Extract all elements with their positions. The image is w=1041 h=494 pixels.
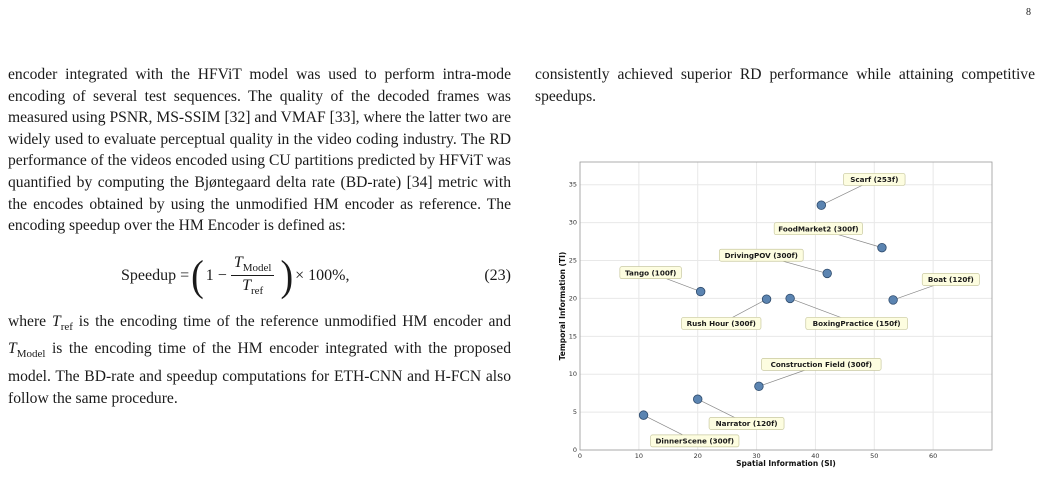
- data-point-8: [693, 394, 703, 404]
- equation-rhs: × 100%,: [295, 266, 350, 284]
- x-tick-label-0: 0: [578, 452, 582, 460]
- point-label-box-3: [619, 266, 682, 280]
- data-point-9: [638, 410, 649, 420]
- y-tick-label-7: 35: [569, 181, 577, 189]
- x-tick-label-2: 20: [694, 452, 702, 460]
- fraction-denominator: Tref: [239, 276, 266, 297]
- y-axis-label: Temporal Information (TI): [558, 252, 567, 361]
- numerator-var: T: [233, 254, 243, 272]
- t-model-sub: Model: [16, 348, 46, 361]
- denominator-var: T: [242, 277, 251, 295]
- point-label-box-7: [761, 358, 882, 371]
- point-label-3: Tango (100f): [625, 268, 676, 277]
- point-label-box-6: [805, 317, 908, 330]
- t-ref-var: T: [52, 312, 61, 330]
- data-point-3: [695, 286, 706, 297]
- data-point-6: [785, 293, 795, 304]
- right-column: consistently achieved superior RD perfor…: [535, 64, 1035, 107]
- right-paragraph-1: consistently achieved superior RD perfor…: [535, 66, 1035, 105]
- t-model-var: T: [8, 340, 17, 358]
- equation-one-minus: 1 −: [205, 266, 227, 284]
- y-tick-label-4: 20: [569, 294, 577, 302]
- left-paren: (: [191, 251, 204, 300]
- data-point-0: [816, 200, 827, 210]
- point-label-2: DrivingPOV (300f): [725, 251, 798, 260]
- y-tick-label-1: 5: [573, 408, 577, 416]
- point-label-5: Rush Hour (300f): [687, 319, 756, 328]
- y-tick-label-0: 0: [573, 446, 577, 454]
- point-label-box-0: [843, 173, 906, 186]
- point-label-box-4: [921, 273, 980, 286]
- denominator-sub: ref: [250, 285, 264, 298]
- data-point-4: [888, 295, 898, 305]
- page-number: 8: [1026, 7, 1031, 18]
- speedup-equation: Speedup = ( 1 − TModel Tref ) × 100%,: [121, 251, 349, 301]
- point-label-box-2: [718, 248, 804, 262]
- point-label-4: Boat (120f): [928, 275, 974, 284]
- point-label-1: FoodMarket2 (300f): [778, 224, 858, 233]
- body-paragraph-1: encoder integrated with the HFViT model …: [8, 66, 511, 235]
- point-label-box-5: [681, 317, 762, 330]
- point-label-box-1: [773, 222, 863, 236]
- equation-23: Speedup = ( 1 − TModel Tref ) × 100%, (2…: [8, 251, 511, 301]
- x-tick-label-6: 60: [929, 452, 937, 460]
- y-tick-label-5: 25: [569, 257, 577, 265]
- data-point-1: [877, 242, 887, 253]
- x-tick-label-3: 30: [752, 452, 760, 460]
- y-tick-label-6: 30: [569, 219, 577, 227]
- body-paragraph-2: where Tref is the encoding time of the r…: [8, 311, 511, 410]
- point-label-9: DinnerScene (300f): [655, 437, 734, 446]
- point-label-box-9: [650, 434, 740, 448]
- x-tick-label-1: 10: [635, 452, 643, 460]
- equation-number: (23): [484, 266, 511, 284]
- point-label-7: Construction Field (300f): [771, 360, 872, 369]
- data-point-7: [754, 381, 764, 392]
- x-tick-label-4: 40: [811, 452, 819, 460]
- point-label-8: Narrator (120f): [716, 419, 778, 428]
- right-paren: ): [280, 251, 294, 300]
- x-tick-label-5: 50: [870, 452, 878, 460]
- point-label-6: BoxingPractice (150f): [813, 319, 901, 328]
- para2-text-1: where: [8, 312, 52, 330]
- numerator-sub: Model: [242, 262, 272, 275]
- x-axis-label: Spatial Information (SI): [736, 459, 836, 468]
- left-column: encoder integrated with the HFViT model …: [8, 64, 511, 409]
- point-label-0: Scarf (253f): [850, 175, 898, 184]
- y-tick-label-2: 10: [569, 370, 577, 378]
- y-tick-label-3: 15: [569, 332, 577, 340]
- data-point-5: [761, 294, 772, 304]
- time-fraction: TModel Tref: [230, 254, 275, 297]
- point-label-box-8: [708, 417, 785, 430]
- t-ref-sub: ref: [60, 320, 73, 333]
- fraction-numerator: TModel: [230, 254, 275, 277]
- equation-lhs: Speedup =: [121, 266, 190, 284]
- plot-frame: [579, 161, 993, 451]
- data-point-2: [822, 268, 832, 279]
- para2-text-3: is the encoding time of the HM encoder i…: [8, 340, 511, 407]
- para2-text-2: is the encoding time of the reference un…: [72, 312, 511, 330]
